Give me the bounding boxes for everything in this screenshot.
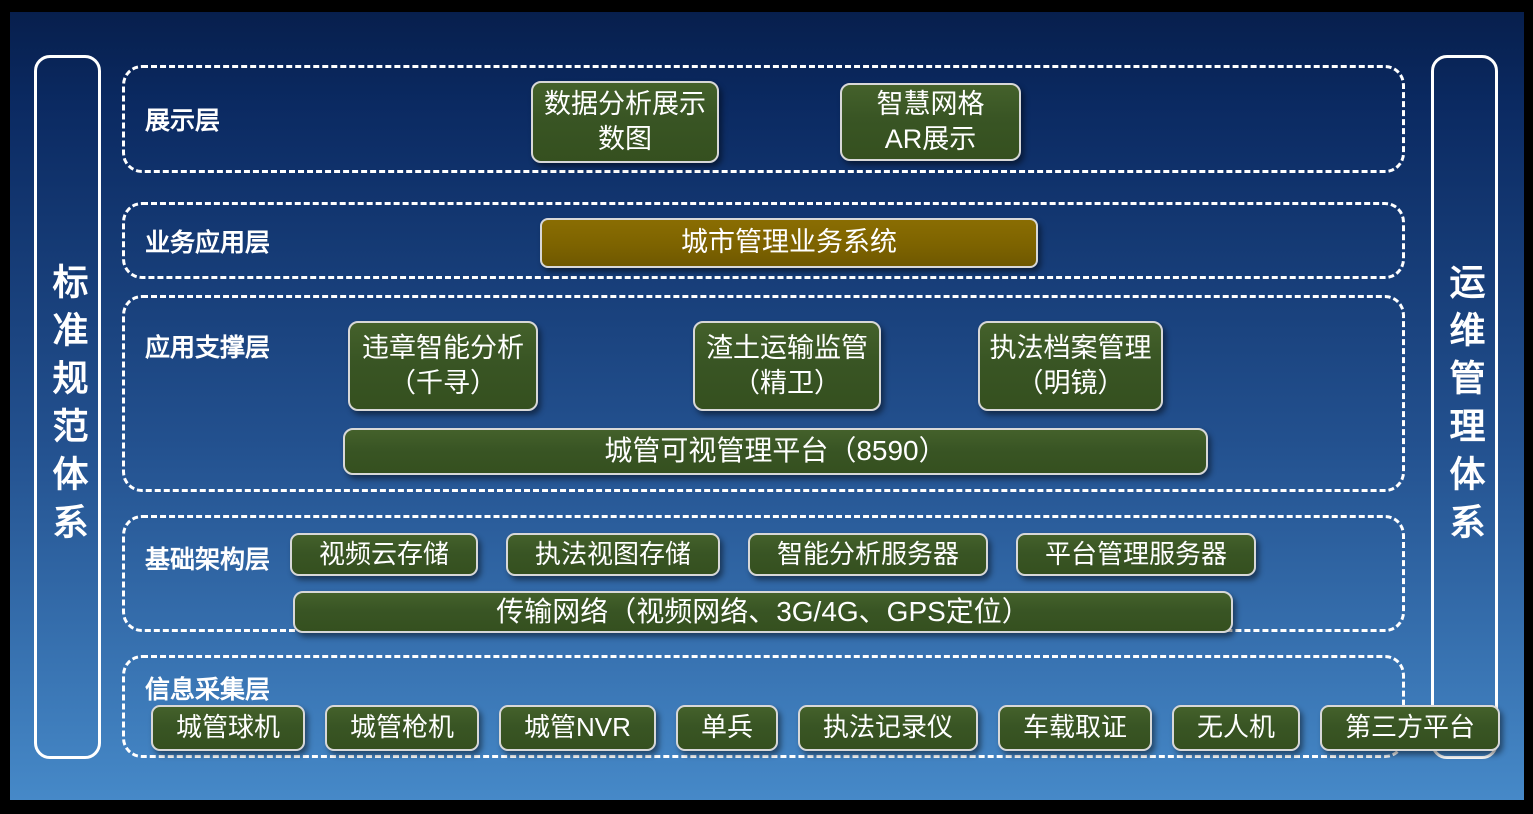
- layer-presentation-label: 展示层: [145, 107, 221, 135]
- layer-business-application: 业务应用层 城市管理业务系统: [122, 202, 1405, 279]
- layer-application-support: 应用支撑层 违章智能分析 （千寻） 渣土运输监管 （精卫） 执法档案管理 （明镜…: [122, 295, 1405, 492]
- layer-infrastructure: 基础架构层 视频云存储 执法视图存储 智能分析服务器 平台管理服务器 传输网络（…: [122, 515, 1405, 633]
- node-law-enforcement-archive: 执法档案管理 （明镜）: [978, 321, 1163, 411]
- node-dome-camera: 城管球机: [151, 705, 306, 751]
- node-third-party-platform: 第三方平台: [1320, 705, 1501, 751]
- node-transmission-network: 传输网络（视频网络、3G/4G、GPS定位）: [293, 591, 1233, 633]
- node-nvr: 城管NVR: [499, 705, 656, 751]
- ops-management-bar: 运维管理体系: [1431, 55, 1498, 759]
- standards-system-bar: 标准规范体系: [34, 55, 101, 759]
- node-data-analysis-display: 数据分析展示 数图: [531, 81, 719, 163]
- node-city-management-business-system: 城市管理业务系统: [540, 218, 1038, 268]
- node-drone: 无人机: [1171, 705, 1300, 751]
- node-violation-ai-analysis: 违章智能分析 （千寻）: [348, 321, 538, 411]
- layer-infrastructure-label: 基础架构层: [145, 546, 271, 574]
- node-enforcement-view-storage: 执法视图存储: [506, 533, 721, 576]
- layer-application-support-label: 应用支撑层: [145, 334, 271, 362]
- layer-information-collection-label: 信息采集层: [145, 676, 271, 704]
- node-vehicle-evidence: 车载取证: [997, 705, 1152, 751]
- standards-system-label: 标准规范体系: [47, 263, 89, 551]
- node-visual-management-platform: 城管可视管理平台（8590）: [343, 428, 1208, 475]
- node-ai-analysis-server: 智能分析服务器: [748, 533, 989, 576]
- collection-node-row: 城管球机 城管枪机 城管NVR 单兵 执法记录仪 车载取证 无人机 第三方平台: [151, 705, 1501, 751]
- node-portable-device: 单兵: [675, 705, 778, 751]
- node-smart-grid-ar-display: 智慧网格 AR展示: [840, 83, 1021, 161]
- infrastructure-node-row: 视频云存储 执法视图存储 智能分析服务器 平台管理服务器: [290, 533, 1257, 576]
- node-platform-management-server: 平台管理服务器: [1016, 533, 1257, 576]
- layer-presentation: 展示层 数据分析展示 数图 智慧网格 AR展示: [122, 65, 1405, 173]
- node-bullet-camera: 城管枪机: [325, 705, 480, 751]
- layer-information-collection: 信息采集层 城管球机 城管枪机 城管NVR 单兵 执法记录仪 车载取证 无人机 …: [122, 655, 1501, 758]
- node-body-camera: 执法记录仪: [797, 705, 978, 751]
- ops-management-label: 运维管理体系: [1444, 263, 1486, 551]
- node-muck-transport-supervision: 渣土运输监管 （精卫）: [693, 321, 881, 411]
- layer-business-application-label: 业务应用层: [145, 228, 271, 257]
- node-video-cloud-storage: 视频云存储: [290, 533, 479, 576]
